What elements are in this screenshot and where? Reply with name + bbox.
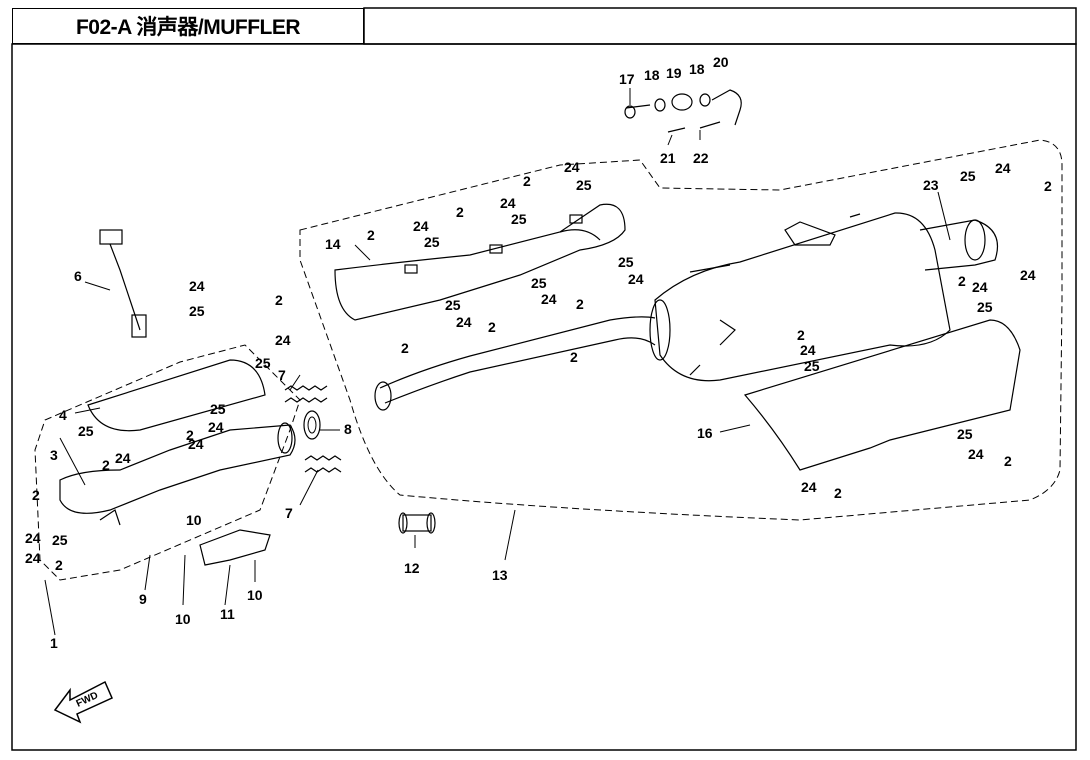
callout-24: 24 bbox=[25, 530, 41, 546]
callout-25: 25 bbox=[957, 426, 973, 442]
callout-25: 25 bbox=[210, 401, 226, 417]
callout-25: 25 bbox=[960, 168, 976, 184]
headpipe-assembly bbox=[59, 359, 296, 526]
callout-9: 9 bbox=[139, 591, 147, 607]
callout-18: 18 bbox=[689, 61, 705, 77]
heat-shield-front bbox=[334, 203, 626, 321]
callout-2: 2 bbox=[797, 327, 805, 343]
callout-2: 2 bbox=[576, 296, 584, 312]
callout-14: 14 bbox=[325, 236, 341, 252]
rubber-mount bbox=[398, 512, 436, 534]
callout-24: 24 bbox=[208, 419, 224, 435]
callout-25: 25 bbox=[511, 211, 527, 227]
callout-3: 3 bbox=[50, 447, 58, 463]
callout-2: 2 bbox=[1004, 453, 1012, 469]
callout-24: 24 bbox=[115, 450, 131, 466]
callout-25: 25 bbox=[424, 234, 440, 250]
callout-2: 2 bbox=[1044, 178, 1052, 194]
callout-24: 24 bbox=[188, 436, 204, 452]
callout-24: 24 bbox=[456, 314, 472, 330]
leader-lines bbox=[44, 88, 951, 636]
callout-8: 8 bbox=[344, 421, 352, 437]
callout-2: 2 bbox=[401, 340, 409, 356]
callout-25: 25 bbox=[78, 423, 94, 439]
diagram-title: F02-A 消声器/MUFFLER bbox=[12, 8, 364, 44]
callout-2: 2 bbox=[488, 319, 496, 335]
callout-25: 25 bbox=[189, 303, 205, 319]
bracket bbox=[199, 529, 271, 566]
callout-11: 11 bbox=[220, 606, 235, 622]
callout-25: 25 bbox=[804, 358, 820, 374]
muffler-body bbox=[374, 212, 999, 411]
page-border bbox=[11, 43, 1077, 751]
callout-24: 24 bbox=[500, 195, 516, 211]
fwd-arrow: FWD bbox=[53, 680, 113, 724]
callout-4: 4 bbox=[59, 407, 67, 423]
callout-20: 20 bbox=[713, 54, 729, 70]
callout-2: 2 bbox=[456, 204, 464, 220]
callout-24: 24 bbox=[1020, 267, 1036, 283]
callout-10: 10 bbox=[247, 587, 263, 603]
callout-25: 25 bbox=[576, 177, 592, 193]
callout-25: 25 bbox=[531, 275, 547, 291]
callout-25: 25 bbox=[977, 299, 993, 315]
callout-2: 2 bbox=[834, 485, 842, 501]
callout-10: 10 bbox=[175, 611, 191, 627]
callout-2: 2 bbox=[958, 273, 966, 289]
callout-24: 24 bbox=[995, 160, 1011, 176]
callout-12: 12 bbox=[404, 560, 420, 576]
callout-24: 24 bbox=[564, 159, 580, 175]
callout-25: 25 bbox=[618, 254, 634, 270]
callout-2: 2 bbox=[186, 427, 194, 443]
springs bbox=[284, 385, 342, 473]
callout-2: 2 bbox=[55, 557, 63, 573]
callout-19: 19 bbox=[666, 65, 682, 81]
callout-labels: 1 2 2 2 2 2 2 2 2 2 2 2 2 2 2 2 2 2 3 4 … bbox=[25, 54, 1052, 651]
mount-hardware bbox=[624, 89, 742, 133]
callout-2: 2 bbox=[32, 487, 40, 503]
callout-2: 2 bbox=[367, 227, 375, 243]
callout-2: 2 bbox=[275, 292, 283, 308]
callout-25: 25 bbox=[52, 532, 68, 548]
callout-1: 1 bbox=[50, 635, 58, 651]
callout-25: 25 bbox=[255, 355, 271, 371]
callout-10: 10 bbox=[186, 512, 202, 528]
callout-24: 24 bbox=[972, 279, 988, 295]
callout-24: 24 bbox=[541, 291, 557, 307]
callout-16: 16 bbox=[697, 425, 713, 441]
callout-7: 7 bbox=[285, 505, 293, 521]
callout-24: 24 bbox=[801, 479, 817, 495]
callout-2: 2 bbox=[570, 349, 578, 365]
oxygen-sensor bbox=[99, 229, 147, 338]
callout-6: 6 bbox=[74, 268, 82, 284]
callout-21: 21 bbox=[660, 150, 676, 166]
callout-22: 22 bbox=[693, 150, 709, 166]
callout-24: 24 bbox=[25, 550, 41, 566]
callout-7: 7 bbox=[278, 367, 286, 383]
callout-25: 25 bbox=[445, 297, 461, 313]
fwd-label: FWD bbox=[75, 690, 100, 710]
callout-18: 18 bbox=[644, 67, 660, 83]
callout-13: 13 bbox=[492, 567, 508, 583]
callout-24: 24 bbox=[189, 278, 205, 294]
callout-2: 2 bbox=[102, 457, 110, 473]
callout-17: 17 bbox=[619, 71, 635, 87]
group-outline-1 bbox=[34, 344, 301, 581]
callout-23: 23 bbox=[923, 177, 939, 193]
callout-24: 24 bbox=[628, 271, 644, 287]
callout-24: 24 bbox=[275, 332, 291, 348]
callout-24: 24 bbox=[968, 446, 984, 462]
header-band bbox=[363, 7, 1077, 45]
gasket bbox=[303, 410, 321, 440]
callout-2: 2 bbox=[523, 173, 531, 189]
heat-shield-rear bbox=[743, 319, 1021, 471]
callout-24: 24 bbox=[800, 342, 816, 358]
callout-24: 24 bbox=[413, 218, 429, 234]
group-outline-13 bbox=[299, 139, 1063, 521]
